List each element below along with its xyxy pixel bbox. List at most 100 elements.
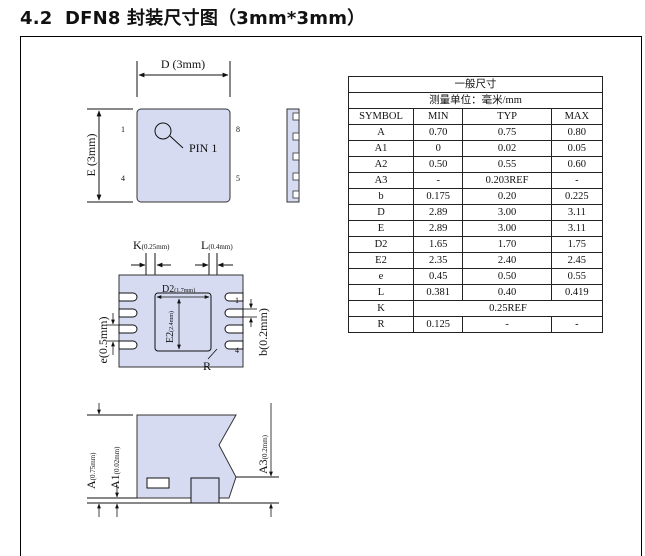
table-cell-symbol: D2 [348,236,414,253]
a3-height-label: A3(0.2mm) [256,434,270,474]
a1-height-label: A1(0.02mm) [108,446,122,489]
table-cell-min: 2.35 [412,252,464,269]
pin1-marker [154,122,172,140]
table-cell-min: 0.45 [412,268,464,285]
table-cell-symbol: A1 [348,140,414,157]
bottom-pin-number-4: 4 [235,346,239,355]
table-cell-symbol: D [348,204,414,221]
table-cell-min: 0.125 [412,316,464,333]
side-view-pad [190,477,220,504]
table-title: 一般尺寸 [348,76,603,93]
top-view: D (3mm) PIN 1 E (3mm) 1 4 8 5 [84,57,300,203]
header-max: MAX [550,108,604,125]
table-cell-typ: 0.40 [462,284,552,301]
table-cell-min: 0 [412,140,464,157]
table-cell-min: - [412,172,464,189]
exposed-pad [154,292,212,352]
table-cell-typ: 0.02 [462,140,552,157]
table-cell-typ: 0.50 [462,268,552,285]
bottom-view: K(0.25mm) L(0.4mm) D2(1.7mm) E2(2.4mm) [96,238,270,373]
d-dimension-label: D (3mm) [161,57,205,71]
table-cell-max: 0.419 [550,284,604,301]
e-dimension-label: E (3mm) [84,134,98,177]
k-label: K(0.25mm) [133,238,170,252]
header-min: MIN [412,108,464,125]
table-cell-max: 0.05 [550,140,604,157]
table-cell-max: 2.45 [550,252,604,269]
table-cell-typ: 0.55 [462,156,552,173]
table-cell-symbol: A [348,124,414,141]
table-header-row: SYMBOL MIN TYP MAX [348,108,604,125]
table-cell-max: - [550,172,604,189]
table-cell-min: 0.70 [412,124,464,141]
pin1-label: PIN 1 [189,141,217,155]
table-cell-min: 2.89 [412,220,464,237]
table-unit-row: 测量单位：毫米/mm [348,92,603,109]
l-label: L(0.4mm) [201,238,233,252]
table-cell-max: 0.55 [550,268,604,285]
table-cell-max: 0.225 [550,188,604,205]
table-cell-typ: 0.20 [462,188,552,205]
package-drawing: D (3mm) PIN 1 E (3mm) 1 4 8 5 K(0.25mm) … [84,57,300,517]
header-symbol: SYMBOL [348,108,414,125]
section-heading: 4.2 DFN8 封装尺寸图（3mm*3mm） [20,4,365,30]
table-cell-symbol: e [348,268,414,285]
table-cell-typ: - [462,316,552,333]
d2-label: D2(1.7mm) [162,284,195,295]
table-cell-symbol: K [348,300,414,317]
table-cell-max: 3.11 [550,220,604,237]
table-cell-min: 2.89 [412,204,464,221]
table-cell-max: - [550,316,604,333]
e-pitch-label: e(0.5mm) [96,317,110,364]
table-cell-max: 0.60 [550,156,604,173]
table-cell-symbol: R [348,316,414,333]
a-height-label: A(0.75mm) [84,452,98,489]
table-cell-typ: 2.40 [462,252,552,269]
table-cell-symbol: b [348,188,414,205]
top-pin-number-1: 1 [121,125,125,134]
table-cell-max: 0.80 [550,124,604,141]
bottom-pin-number-1: 1 [235,296,239,305]
table-cell-symbol: E2 [348,252,414,269]
table-cell-typ: 3.00 [462,204,552,221]
table-cell-symbol: E [348,220,414,237]
table-cell-typ: 0.203REF [462,172,552,189]
table-cell-min: 0.50 [412,156,464,173]
table-unit: 测量单位：毫米/mm [348,92,603,109]
table-cell-span: 0.25REF [413,300,603,317]
table-cell-symbol: L [348,284,414,301]
top-view-package [136,108,231,203]
side-view: A(0.75mm) A1(0.02mm) A3(0.2mm) [84,403,279,517]
table-cell-min: 0.175 [412,188,464,205]
b-width-label: b(0.2mm) [256,308,270,356]
table-cell-symbol: A3 [348,172,414,189]
e2-label: E2(2.4mm) [165,311,176,343]
section-number: 4.2 [20,8,53,29]
content-frame [20,36,642,556]
table-cell-min: 0.381 [412,284,464,301]
top-pin-number-4: 4 [121,174,125,183]
table-cell-max: 3.11 [550,204,604,221]
table-cell-typ: 1.70 [462,236,552,253]
table-row: A3-0.203REF- [348,172,604,189]
table-cell-min: 1.65 [412,236,464,253]
r-label: R [203,359,211,373]
table-cell-max: 1.75 [550,236,604,253]
table-cell-typ: 0.75 [462,124,552,141]
table-cell-symbol: A2 [348,156,414,173]
table-cell-typ: 3.00 [462,220,552,237]
table-title-row: 一般尺寸 [348,76,603,93]
top-pin-number-5: 5 [236,174,240,183]
